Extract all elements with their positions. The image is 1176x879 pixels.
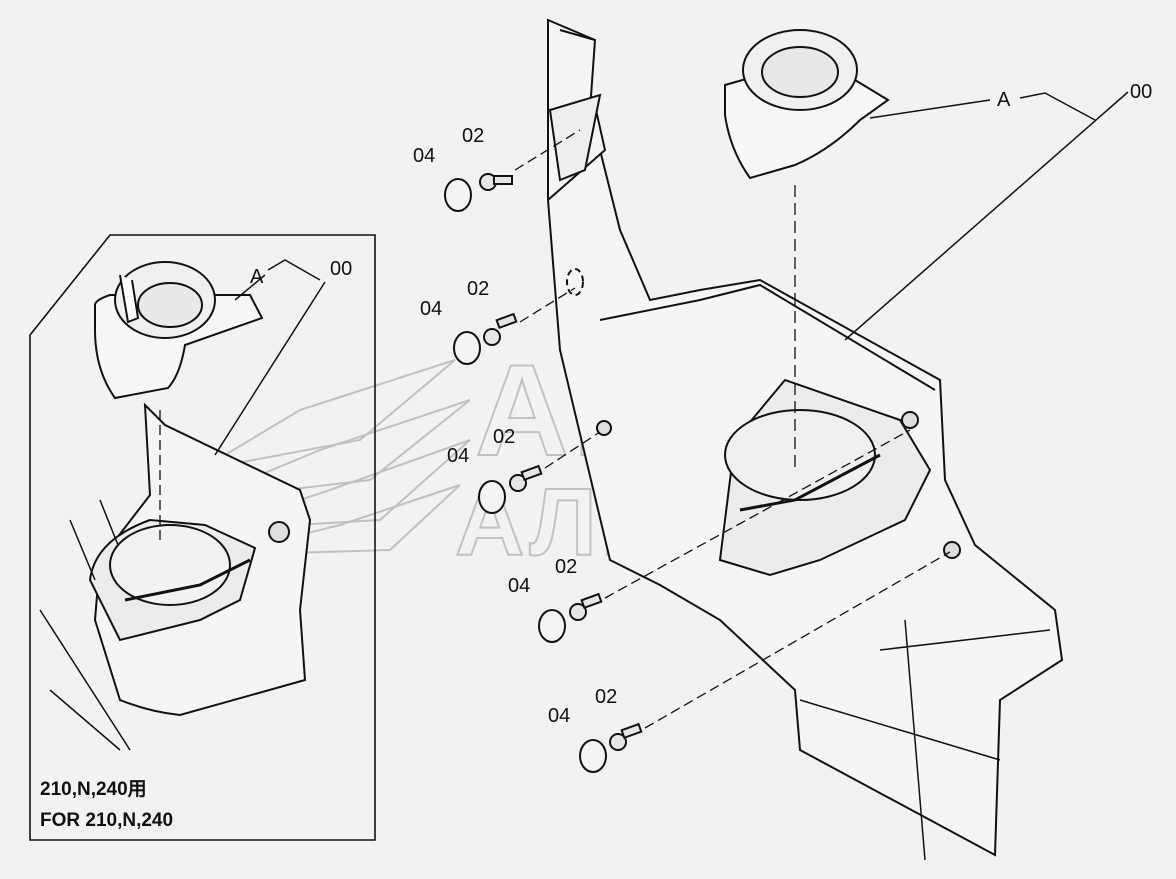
fastener-set-5: 04 02 [548,551,951,773]
fastener-set-2: 04 02 [420,278,576,365]
callout-02: 02 [555,556,577,578]
cap-icon [538,609,566,643]
callout-04: 04 [413,145,435,167]
main-callout-a: A [997,89,1011,111]
screw-icon [609,722,643,751]
fastener-set-3: 04 02 [447,426,601,514]
main-console-panel [547,18,1064,861]
inset-note-line-2: FOR 210,N,240 [40,810,173,831]
main-cup-holder-cover [724,29,890,470]
inset-cup-holder-cover [94,261,264,400]
main-callouts: A 00 [844,81,1152,341]
inset-note-line-1: 210,N,240用 [40,779,147,800]
screw-icon [509,464,543,492]
callout-04: 04 [548,705,570,727]
inset-callout-00: 00 [330,258,352,280]
cap-icon [453,331,481,365]
callout-04: 04 [508,575,530,597]
screw-icon [483,312,518,346]
callout-02: 02 [493,426,515,448]
cap-icon [444,178,472,212]
fastener-set-1: 04 02 [413,125,581,212]
callout-02: 02 [467,278,489,300]
inset-console-body [39,402,312,751]
callout-04: 04 [447,445,469,467]
inset-panel [29,234,376,841]
cap-icon [579,739,607,773]
inset-callout-a: A [250,266,264,288]
callout-02: 02 [462,125,484,147]
callout-02: 02 [595,686,617,708]
callout-04: 04 [420,298,442,320]
main-callout-00: 00 [1130,81,1152,103]
screw-icon [479,173,513,191]
fastener-set-4: 04 02 [508,429,911,643]
inset-callouts: A 00 [214,258,352,456]
cap-icon [478,480,506,514]
screw-icon [569,592,603,621]
